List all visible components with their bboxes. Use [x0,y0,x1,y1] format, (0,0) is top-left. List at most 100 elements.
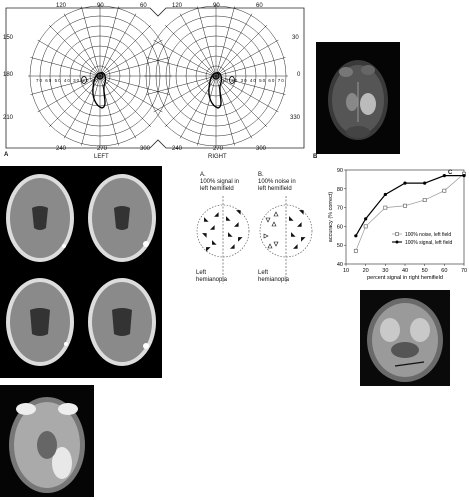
right-eye-field [143,3,289,149]
panel-a-letter: A [4,152,9,158]
y-tick-label-2: 60 [337,224,343,230]
legend-label-0: 100% noise, left field [405,232,451,238]
svg-text:◥: ◥ [202,233,207,239]
x-tick-label-0: 10 [343,268,349,274]
bottom-label-right-0: 240 [172,146,183,152]
mri-axial-image-center [360,290,450,386]
hemifield-a-line1: 100% signal in [200,179,240,185]
y-tick-label-1: 50 [337,243,343,249]
hemifield-a-line2: left hemifield [200,186,234,192]
series-1-point-0 [354,234,358,238]
right-eye-label: RIGHT [208,154,227,160]
x-tick-label-5: 60 [441,268,447,274]
series-1-point-5 [442,174,446,178]
side-label-left-lower: 210 [3,115,14,121]
svg-text:◣: ◣ [226,216,231,222]
svg-text:◣: ◣ [228,232,233,238]
legend-label-1: 100% signal, left field [405,240,452,246]
series-1-point-2 [383,192,387,197]
mri-axial-image-b [316,42,400,154]
ct-scan-grid [0,166,162,378]
series-0-point-0 [353,248,358,253]
legend-marker-1 [395,240,399,244]
ct-slice-3 [6,278,74,366]
hemifield-a-caption1: Left [196,270,207,276]
x-tick-label-2: 30 [382,268,388,274]
svg-text:◥: ◥ [299,210,304,216]
panel-b-letter: B [313,154,318,160]
top-label-right-1: 90 [213,3,220,9]
top-label-left-2: 60 [140,3,147,9]
series-1-point-3 [403,181,407,185]
x-tick-label-4: 50 [422,268,428,274]
center-scale-right: 10 20 30 40 50 60 70 [222,78,285,83]
series-0-point-2 [383,205,388,210]
svg-text:◢: ◢ [297,222,302,228]
y-tick-label-3: 70 [337,206,343,212]
bottom-label-left-1: 270 [97,146,108,152]
series-1-point-4 [423,181,427,185]
side-label-right-upper: 30 [292,35,299,41]
ct-slice-4 [88,278,156,366]
y-tick-label-0: 40 [337,262,343,268]
side-label-right-mid: 0 [297,72,301,78]
side-label-left-upper: 150 [3,35,14,41]
side-label-right-lower: 330 [290,115,301,121]
center-scale-left: 70 60 50 40 30 20 10 [36,78,99,83]
svg-text:◣: ◣ [289,216,294,222]
svg-text:◢: ◢ [293,244,298,250]
hemifield-a-letter: A. [200,172,206,178]
series-1-point-1 [364,217,368,221]
left-eye-label: LEFT [94,154,109,160]
y-axis-label: accuracy (% correct) [328,192,334,243]
hemifield-b-line1: 100% noise in [258,179,296,185]
hemifield-a-caption2: hemianopia [196,277,228,283]
top-label-left-1: 90 [97,3,104,9]
series-1-point-6 [462,174,466,178]
svg-text:◢: ◢ [210,225,215,231]
panel-c-letter: C [448,170,453,176]
bottom-label-right-2: 300 [256,146,267,152]
svg-text:◤: ◤ [206,247,211,253]
series-1-line [355,175,464,237]
pointer-arrow [394,361,425,367]
ct-slice-2 [88,174,156,262]
svg-text:◢: ◢ [214,212,219,218]
svg-text:◣: ◣ [291,232,296,238]
series-0-point-1 [363,224,368,229]
hemifield-b-letter: B. [258,172,264,178]
svg-text:◢: ◢ [230,244,235,250]
y-tick-label-4: 80 [337,187,343,193]
bottom-label-right-1: 270 [213,146,224,152]
svg-text:◢: ◢ [234,222,239,228]
hemifield-diagrams: ◣◢◥ ◣◤◢ ◣◢◣ ◤◢◥ ◣◢◣ ◤◢◥ [196,196,313,284]
series-0-point-5 [442,188,447,193]
y-tick-label-5: 90 [337,168,343,174]
svg-text:◣: ◣ [204,217,209,223]
svg-text:◣: ◣ [212,240,217,246]
hemifield-b-caption2: hemianopia [258,277,290,283]
bottom-label-left-2: 300 [140,146,151,152]
top-label-left-0: 120 [56,3,67,9]
series-0-point-3 [403,203,407,208]
svg-text:◤: ◤ [301,237,306,243]
hemifield-b-caption1: Left [258,270,269,276]
x-axis-label: percent signal in right hemifield [367,275,443,281]
series-0-point-4 [422,198,427,202]
bottom-label-left-0: 240 [56,146,67,152]
hemifield-a-stimulus: ◣◢◥ ◣◤◢ ◣◢◣ ◤◢◥ [196,196,250,284]
hemifield-b-stimulus: ◣◢◣ ◤◢◥ [259,196,313,284]
x-tick-label-3: 40 [402,268,408,274]
svg-text:◥: ◥ [236,210,241,216]
mri-axial-image-bottom [0,385,94,497]
side-label-left-mid: 180 [3,72,14,78]
svg-text:◤: ◤ [238,237,243,243]
top-label-right-2: 60 [256,3,263,9]
ct-slice-1 [6,174,74,262]
hemifield-b-line2: left hemifield [258,186,292,192]
x-tick-label-6: 70 [461,268,467,274]
top-label-right-0: 120 [172,3,183,9]
visual-field-perimetry [5,3,305,149]
legend-marker-0 [395,232,399,236]
